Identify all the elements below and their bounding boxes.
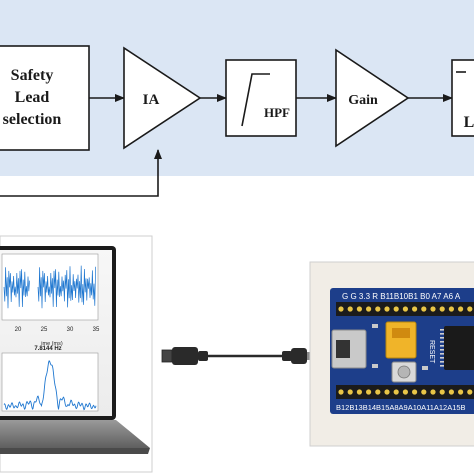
time-tick-20: 20 bbox=[15, 327, 22, 333]
header-pin bbox=[421, 306, 427, 312]
lpf-block bbox=[451, 59, 474, 137]
chip-leg bbox=[440, 337, 444, 339]
chip-leg bbox=[440, 345, 444, 347]
header-pin bbox=[467, 306, 473, 312]
spectrum-line bbox=[3, 360, 97, 411]
usb-a-strain-relief bbox=[198, 351, 208, 361]
header-pin bbox=[384, 306, 390, 312]
reset-button-knob bbox=[397, 365, 411, 379]
header-pin bbox=[338, 306, 344, 312]
header-pin bbox=[402, 306, 408, 312]
header-pin bbox=[458, 306, 464, 312]
header-pin bbox=[430, 389, 436, 395]
time-tick-25: 25 bbox=[41, 327, 48, 333]
header-pin bbox=[366, 306, 372, 312]
hpf-block bbox=[225, 59, 297, 137]
chip-leg bbox=[440, 333, 444, 335]
usb-a-connector-housing bbox=[172, 347, 198, 365]
ia-label: IA bbox=[143, 92, 160, 108]
waveform-burst bbox=[37, 265, 96, 309]
hpf-response-icon bbox=[241, 73, 270, 127]
boot-jumper-cap bbox=[392, 328, 410, 338]
header-pin bbox=[366, 389, 372, 395]
header-pin bbox=[421, 389, 427, 395]
header-pin bbox=[384, 389, 390, 395]
time-tick-30: 30 bbox=[67, 327, 74, 333]
safety-label-line2: Lead bbox=[15, 89, 50, 106]
lpf-label-partial: L bbox=[464, 114, 474, 131]
chip-leg bbox=[440, 329, 444, 331]
frequency-label: 7.8144 Hz bbox=[34, 346, 61, 352]
header-pin bbox=[439, 389, 445, 395]
header-pin bbox=[393, 306, 399, 312]
header-pin bbox=[448, 306, 454, 312]
micro-usb-housing bbox=[291, 348, 307, 364]
safety-label-line1: Safety bbox=[11, 67, 54, 84]
header-pin bbox=[439, 306, 445, 312]
header-pin bbox=[412, 389, 418, 395]
time-tick-35: 35 bbox=[93, 327, 100, 333]
time-domain-waveform bbox=[3, 265, 96, 309]
usb-cable-icon bbox=[161, 347, 313, 365]
feedback-line bbox=[0, 149, 162, 197]
gain-amplifier-block bbox=[335, 48, 410, 148]
top-pin-row bbox=[338, 306, 473, 312]
header-pin bbox=[375, 306, 381, 312]
boot-jumper-block bbox=[385, 321, 417, 359]
chip-leg bbox=[440, 349, 444, 351]
usb-a-connector-tip bbox=[161, 349, 173, 363]
header-pin bbox=[356, 389, 362, 395]
header-pin bbox=[458, 389, 464, 395]
board-usb-port-opening bbox=[336, 340, 350, 358]
chip-leg bbox=[440, 361, 444, 363]
header-pin bbox=[375, 389, 381, 395]
top-pin-labels: G G 3.3 R B11B10B1 B0 A7 A6 A bbox=[342, 292, 461, 301]
gain-label: Gain bbox=[348, 93, 378, 108]
header-pin bbox=[467, 389, 473, 395]
smd-component-3 bbox=[422, 366, 428, 370]
spectrum-waveform bbox=[3, 360, 97, 411]
waveform-burst bbox=[3, 267, 30, 309]
header-pin bbox=[393, 389, 399, 395]
header-pin bbox=[402, 389, 408, 395]
mcu-chip bbox=[444, 326, 474, 370]
chip-leg bbox=[440, 357, 444, 359]
chip-leg bbox=[440, 353, 444, 355]
reset-label: RESET bbox=[428, 340, 435, 364]
safety-lead-selection-block bbox=[0, 45, 90, 151]
smd-component-2 bbox=[372, 364, 378, 368]
mcu-chip-legs bbox=[440, 329, 444, 367]
header-pin bbox=[430, 306, 436, 312]
header-pin bbox=[338, 389, 344, 395]
smd-component-1 bbox=[372, 324, 378, 328]
header-pin bbox=[412, 306, 418, 312]
chip-leg bbox=[440, 341, 444, 343]
header-pin bbox=[347, 389, 353, 395]
time-axis-label: ime (ms) bbox=[41, 341, 63, 347]
ia-amplifier-block bbox=[123, 46, 202, 150]
safety-label-line3: selection bbox=[3, 111, 62, 128]
bottom-pin-labels: B12B13B14B15A8A9A10A11A12A15B bbox=[336, 403, 466, 412]
laptop-base-edge bbox=[0, 448, 150, 454]
header-pin bbox=[347, 306, 353, 312]
laptop-keyboard-base bbox=[0, 420, 150, 448]
header-pin bbox=[448, 389, 454, 395]
bottom-pin-row bbox=[338, 389, 473, 395]
hpf-label: HPF bbox=[264, 105, 290, 120]
micro-usb-strain-relief bbox=[282, 351, 292, 361]
chip-leg bbox=[440, 365, 444, 367]
header-pin bbox=[356, 306, 362, 312]
